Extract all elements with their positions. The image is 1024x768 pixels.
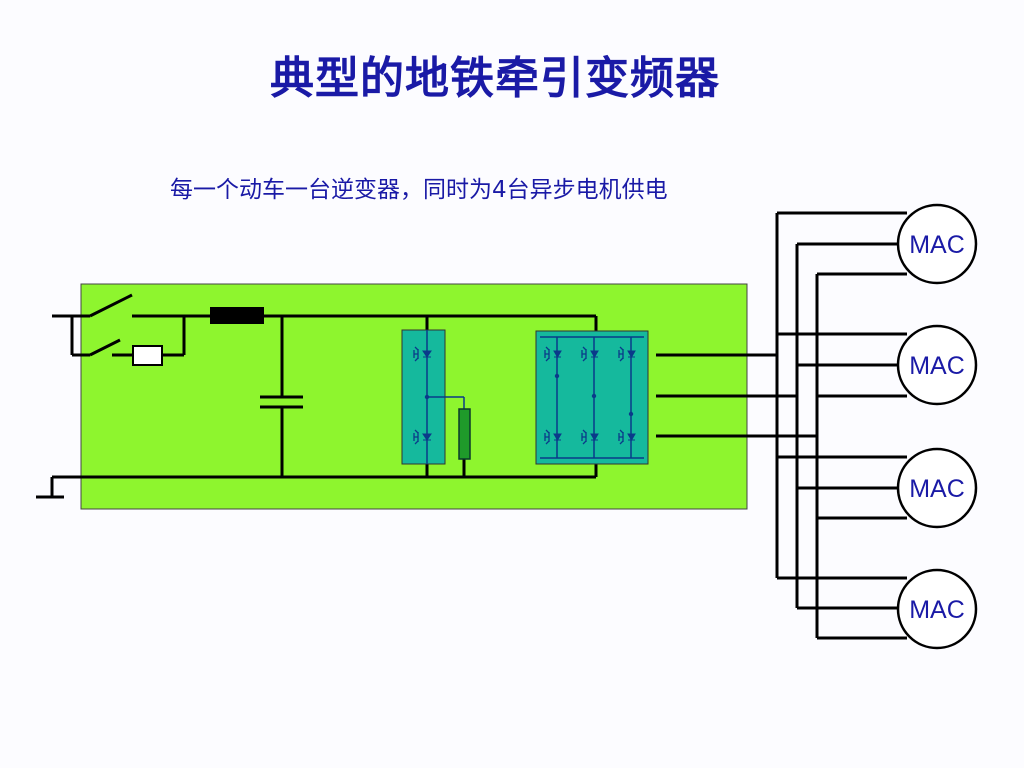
brake-chopper-module [401, 329, 465, 465]
motor-3: MAC [896, 447, 978, 529]
motor-label: MAC [909, 596, 965, 624]
diagram-caption: 每一个动车一台逆变器，同时为4台异步电机供电 [170, 177, 668, 203]
circuit-wires [36, 213, 819, 638]
page-title: 典型的地铁牵引变频器 [270, 53, 720, 104]
line-inductor [210, 307, 264, 324]
precharge-resistor [132, 345, 163, 366]
dc-link-capacitor [260, 395, 303, 409]
motor-label: MAC [909, 352, 965, 380]
motor-label: MAC [909, 231, 965, 259]
motor-label: MAC [909, 475, 965, 503]
motor-4: MAC [896, 568, 978, 650]
motor-2: MAC [896, 324, 978, 406]
motor-1: MAC [896, 203, 978, 285]
three-phase-inverter-module [535, 330, 649, 465]
motor-feeders [777, 211, 907, 640]
brake-resistor [458, 408, 471, 460]
